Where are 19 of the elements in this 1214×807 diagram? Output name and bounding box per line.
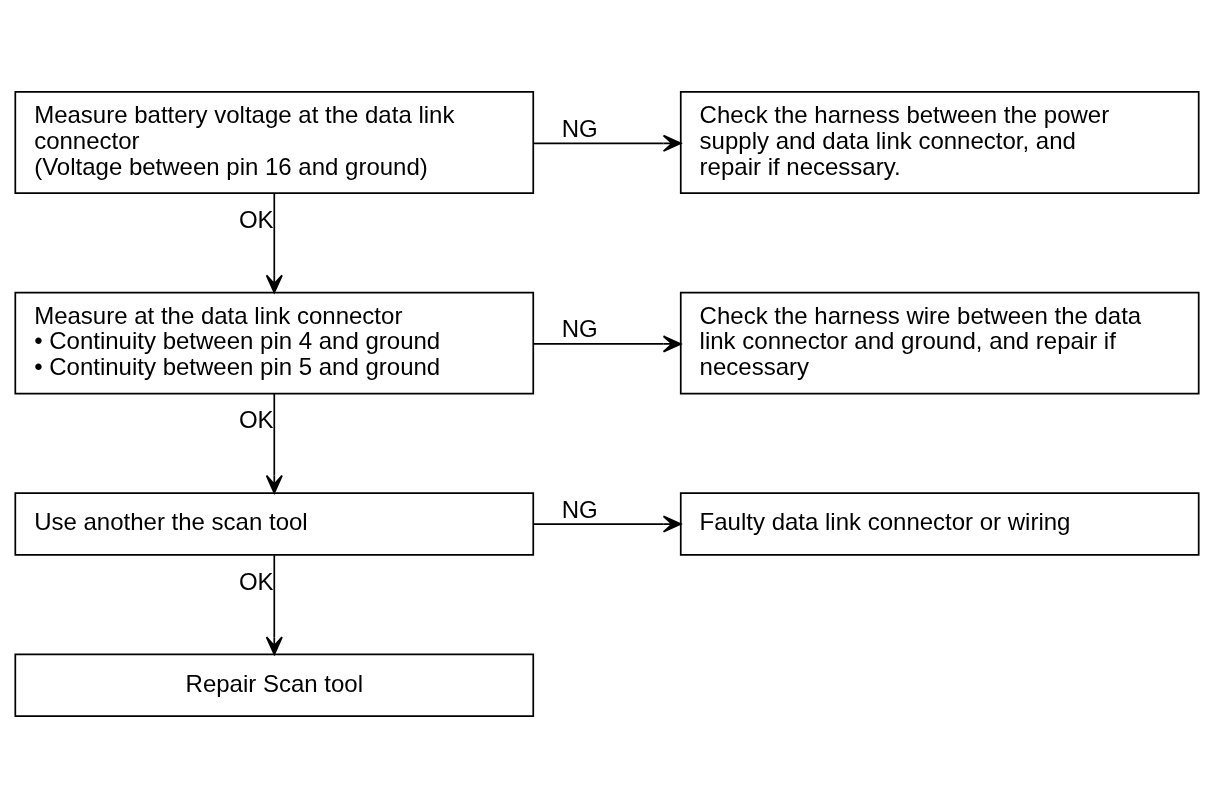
node-box: Measure battery voltage at the data link connector (Voltage between pin 16 and ground) <box>14 90 535 194</box>
node-box: Check the harness wire between the data link connector and ground, and repair if necessary <box>679 291 1200 395</box>
edge-label: OK <box>238 205 274 233</box>
edge-label: NG <box>561 114 598 142</box>
arrow <box>265 553 283 655</box>
node-box: Use another the scan tool <box>14 491 535 556</box>
arrow <box>532 334 682 353</box>
arrow <box>265 392 283 494</box>
arrow <box>532 134 682 152</box>
node-box: Measure at the data link connector • Continuity between pin 4 and ground • Continuity between pin 5 and ground <box>14 291 535 395</box>
arrow <box>265 191 283 293</box>
node-box: Faulty data link connector or wiring <box>679 491 1200 556</box>
edge-label: NG <box>561 495 598 523</box>
node-box: Check the harness between the power supply and data link connector, and repair if necessary. <box>679 90 1200 194</box>
edge-label: OK <box>238 567 274 595</box>
edge-label: OK <box>238 405 274 433</box>
edge-label: NG <box>561 314 598 342</box>
node-box: Repair Scan tool <box>14 653 535 717</box>
arrow <box>532 515 682 533</box>
